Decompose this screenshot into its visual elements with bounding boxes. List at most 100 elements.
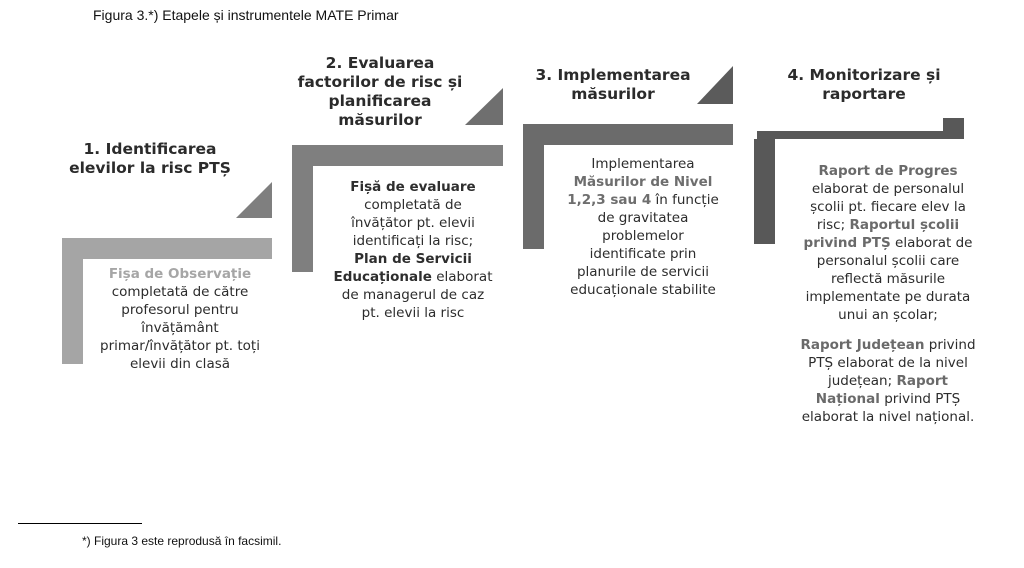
plain-text: profesorul pentru [121,302,239,318]
plain-text: risc; [816,217,850,233]
description-line: identificați la risc; [318,232,508,250]
footnote-divider [18,523,142,524]
description-line: identificate prin [548,245,738,263]
highlight-text: Național [815,391,880,407]
plain-text: în funcție [651,192,719,208]
description-line: unui an școlar; [777,306,999,324]
highlight-text: 1,2,3 sau 4 [567,192,652,208]
step-1-title: 1. Identificarea elevilor la risc PTȘ [50,140,250,178]
plain-text: unui an școlar; [838,307,938,323]
plain-text: identificate prin [589,246,697,262]
plain-text: PTȘ elaborat de la nivel [808,355,968,371]
plain-text: primar/învățător pt. toți [100,338,260,354]
step-3-title: 3. Implementarea măsurilor [518,66,708,104]
step-2-title-line: planificarea [328,92,432,110]
description-line: reflectă măsurile [777,270,999,288]
step-2-title-line: măsurilor [338,111,422,129]
step-2-description: Fișă de evaluare completată de învățător p… [318,178,508,322]
step-4-title: 4. Monitorizare și raportare [764,66,964,104]
step-2-title-line: factorilor de risc și [297,73,463,91]
description-line: privind PTȘ elaborat de [777,234,999,252]
description-line: Plan de Servicii [318,250,508,268]
plain-text: județean; [827,373,897,389]
highlight-text: Educaționale [333,269,432,285]
step-1-title-line: elevilor la risc PTȘ [69,159,231,177]
description-line: elevii din clasă [88,355,272,373]
plain-text: pt. elevii la risc [361,305,465,321]
plain-text: completată de către [111,284,249,300]
plain-text: elaborat la nivel național. [801,409,975,425]
step-4-notch [754,118,943,139]
description-line: învățământ [88,319,272,337]
step-1-title-line: 1. Identificarea [83,140,217,158]
description-line: Raport de Progres [777,162,999,180]
highlight-text: Plan de Servicii [354,251,472,267]
description-line: Fișă de evaluare [318,178,508,196]
plain-text: identificați la risc; [352,233,474,249]
step-2-title-line: 2. Evaluarea [325,54,435,72]
highlight-text: privind PTȘ [803,235,891,251]
plain-text: privind [924,337,976,353]
plain-text: de gravitatea [597,210,689,226]
highlight-text: Fișă de evaluare [350,179,476,195]
plain-text: implementate pe durata [805,289,971,305]
plain-text: învățător pt. elevii [351,215,475,231]
description-line: Fișa de Observație [88,265,272,283]
step-4-title-line: 4. Monitorizare și [787,66,941,84]
footnote: *) Figura 3 este reprodusă în facsimil. [82,534,282,548]
description-line: implementate pe durata [777,288,999,306]
plain-text: elaborat [431,269,493,285]
plain-text: Implementarea [591,156,695,172]
step-1-triangle [236,182,272,218]
description-line: profesorul pentru [88,301,272,319]
description-line: elaborat de personalul [777,180,999,198]
description-line: 1,2,3 sau 4 în funcție [548,191,738,209]
description-line: de managerul de caz [318,286,508,304]
highlight-text: Raportul școlii [849,217,960,233]
plain-text: problemelor [602,228,684,244]
plain-text: educaționale stabilite [570,282,716,298]
description-line: pt. elevii la risc [318,304,508,322]
description-line: Raport Județean privind [777,336,999,354]
plain-text: privind PTȘ [879,391,961,407]
plain-text: de managerul de caz [341,287,485,303]
description-line: completată de către [88,283,272,301]
plain-text: personalul școlii care [816,253,960,269]
figure-caption: Figura 3.*) Etapele și instrumentele MAT… [93,7,399,23]
description-line: învățător pt. elevii [318,214,508,232]
step-1-description: Fișa de Observație completată de către pro… [88,265,272,373]
step-3-title-line: 3. Implementarea [535,66,691,84]
highlight-text: Fișa de Observație [108,266,252,282]
description-line: personalul școlii care [777,252,999,270]
description-line: elaborat la nivel național. [777,408,999,426]
description-line: Național privind PTȘ [777,390,999,408]
plain-text: elaborat de personalul [811,181,965,197]
description-line: Măsurilor de Nivel [548,173,738,191]
step-3-title-line: măsurilor [571,85,655,103]
plain-text: școlii pt. fiecare elev la [810,199,966,215]
step-2-title: 2. Evaluarea factorilor de risc și plani… [280,54,480,130]
highlight-text: Raport Județean [800,337,925,353]
description-line: risc; Raportul școlii [777,216,999,234]
highlight-text: Raport de Progres [818,163,958,179]
step-4-title-line: raportare [822,85,906,103]
description-line: Educaționale elaborat [318,268,508,286]
step-4-description: Raport de Progres elaborat de personalul ș… [777,162,999,426]
plain-text: reflectă măsurile [830,271,946,287]
description-line: de gravitatea [548,209,738,227]
description-line: primar/învățător pt. toți [88,337,272,355]
description-line: județean; Raport [777,372,999,390]
description-line: educaționale stabilite [548,281,738,299]
description-line [777,324,999,336]
plain-text: planurile de servicii [576,264,710,280]
plain-text: învățământ [141,320,219,336]
description-line: planurile de servicii [548,263,738,281]
plain-text: elevii din clasă [129,356,231,372]
plain-text: completată de [364,197,462,213]
highlight-text: Raport [896,373,948,389]
plain-text: elaborat de [890,235,973,251]
description-line: PTȘ elaborat de la nivel [777,354,999,372]
highlight-text: Măsurilor de Nivel [573,174,713,190]
description-line: școlii pt. fiecare elev la [777,198,999,216]
description-line: completată de [318,196,508,214]
